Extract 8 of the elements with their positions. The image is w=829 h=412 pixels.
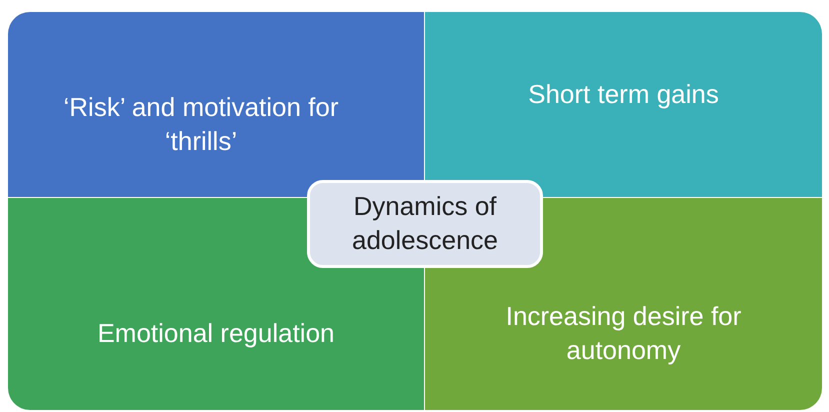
quadrant-text: Increasing desire for autonomy — [504, 300, 742, 367]
center-box — [307, 180, 543, 268]
quadrant-text: Dynamics of adolescence — [351, 190, 499, 257]
quadrant-text: Emotional regulation — [97, 317, 335, 350]
quadrant-panel — [8, 12, 424, 197]
quadrant-text: Short term gains — [528, 78, 719, 111]
quadrant-text: ‘Risk’ and motivation for ‘thrills’ — [62, 90, 340, 158]
quadrant-panel — [425, 12, 822, 197]
